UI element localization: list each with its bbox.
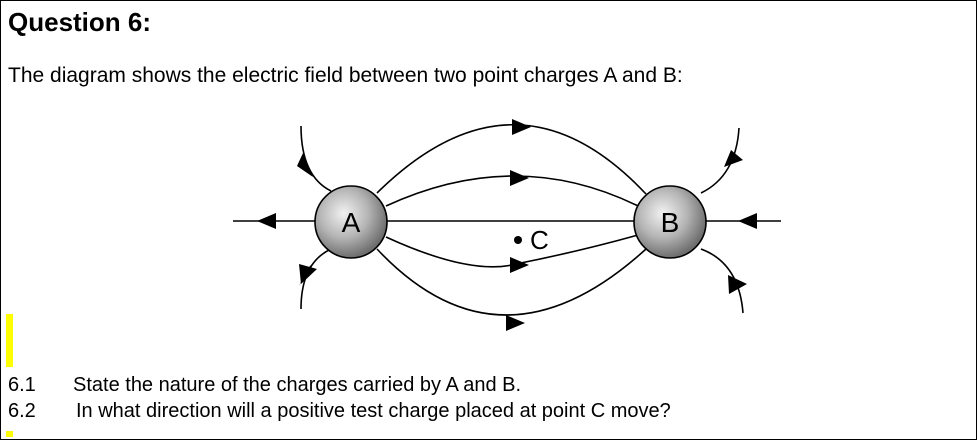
field-line-lower-outer [376,248,647,316]
charge-a [314,185,388,259]
sub-question-text: State the nature of the charges carried … [73,374,522,396]
sub-question-number: 6.1 [8,374,36,396]
sub-question-number: 6.2 [8,400,36,422]
field-line-b-top [700,127,740,194]
charge-a-label: A [342,207,361,238]
arrow-toward-a-icon [299,264,317,284]
arrow-right-icon [512,119,531,135]
field-line-a-top [300,125,332,192]
point-c-marker [514,236,522,244]
arrow-left-icon [738,213,757,229]
arrow-left-icon [257,213,276,229]
charge-b [633,185,707,259]
charge-b-label: B [661,207,680,238]
arrow-right-icon [510,170,529,186]
point-c-label: C [530,225,549,255]
sub-question-6-1: 6.1 State the nature of the charges carr… [1,373,979,397]
arrow-right-icon [506,315,525,331]
question-intro: The diagram shows the electric field bet… [8,64,683,87]
highlight-mark [6,314,13,367]
highlight-mark [6,431,13,437]
arrow-toward-b-icon [724,150,743,167]
sub-question-text: In what direction will a positive test c… [76,400,671,422]
arrow-toward-a-icon [297,153,313,177]
arrow-right-icon [510,257,529,273]
field-line-b-bottom [700,248,744,314]
question-title: Question 6: [8,7,152,37]
arrow-toward-b-icon [728,275,747,294]
sub-question-6-2: 6.2 In what direction will a positive te… [1,399,979,423]
